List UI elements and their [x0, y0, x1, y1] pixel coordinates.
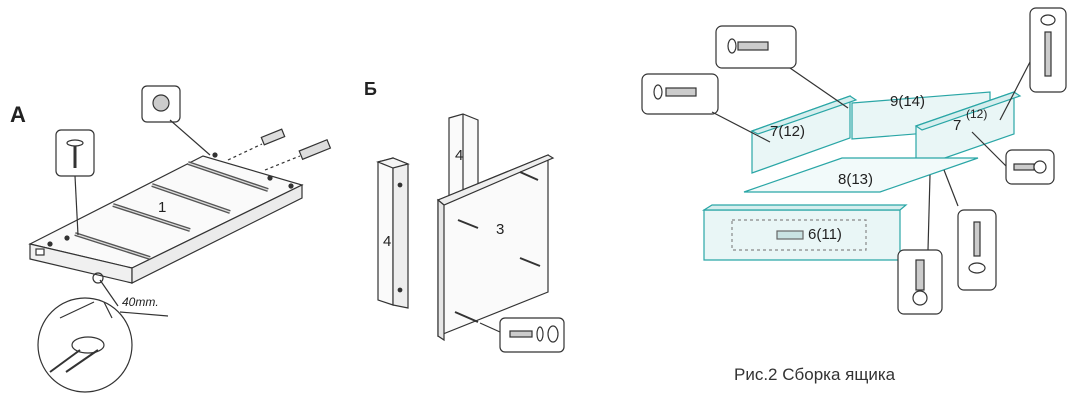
- bolt-icon: [509, 325, 559, 343]
- figure-drawer-drawing: [701, 91, 1022, 261]
- part-3-label: 3: [496, 221, 505, 238]
- part-7-left-label: 7(12): [770, 123, 806, 140]
- drawer-part-8-bottom: [743, 157, 979, 193]
- part-7-right-sup: (12): [966, 107, 988, 121]
- drawer-caption: Рис.2 Сборка ящика: [734, 365, 896, 384]
- part-6-label: 6(11): [808, 226, 842, 243]
- figure-a-letter: А: [10, 102, 26, 127]
- part-4-left-label: 4: [383, 233, 392, 250]
- figure-a-drawing: [28, 85, 332, 393]
- drawer-callouts: [641, 7, 1067, 315]
- part-4-left-post: [377, 157, 394, 306]
- figure-b-drawing: [376, 113, 565, 353]
- dimension-40mm: 40mm.: [122, 295, 159, 309]
- cam-detail-view: [37, 297, 133, 393]
- part-9-label: 9(14): [890, 93, 926, 110]
- figure-b-letter: Б: [364, 79, 377, 99]
- dowel-pins: [260, 128, 332, 161]
- panel-screws: [454, 171, 541, 323]
- part-7-right-label: 7: [953, 117, 962, 134]
- handle-slot: [776, 230, 804, 240]
- part-8-label: 8(13): [838, 171, 874, 188]
- part-1-label: 1: [158, 199, 167, 216]
- part-4-back-label: 4: [455, 147, 464, 164]
- screw-icon: [66, 139, 84, 168]
